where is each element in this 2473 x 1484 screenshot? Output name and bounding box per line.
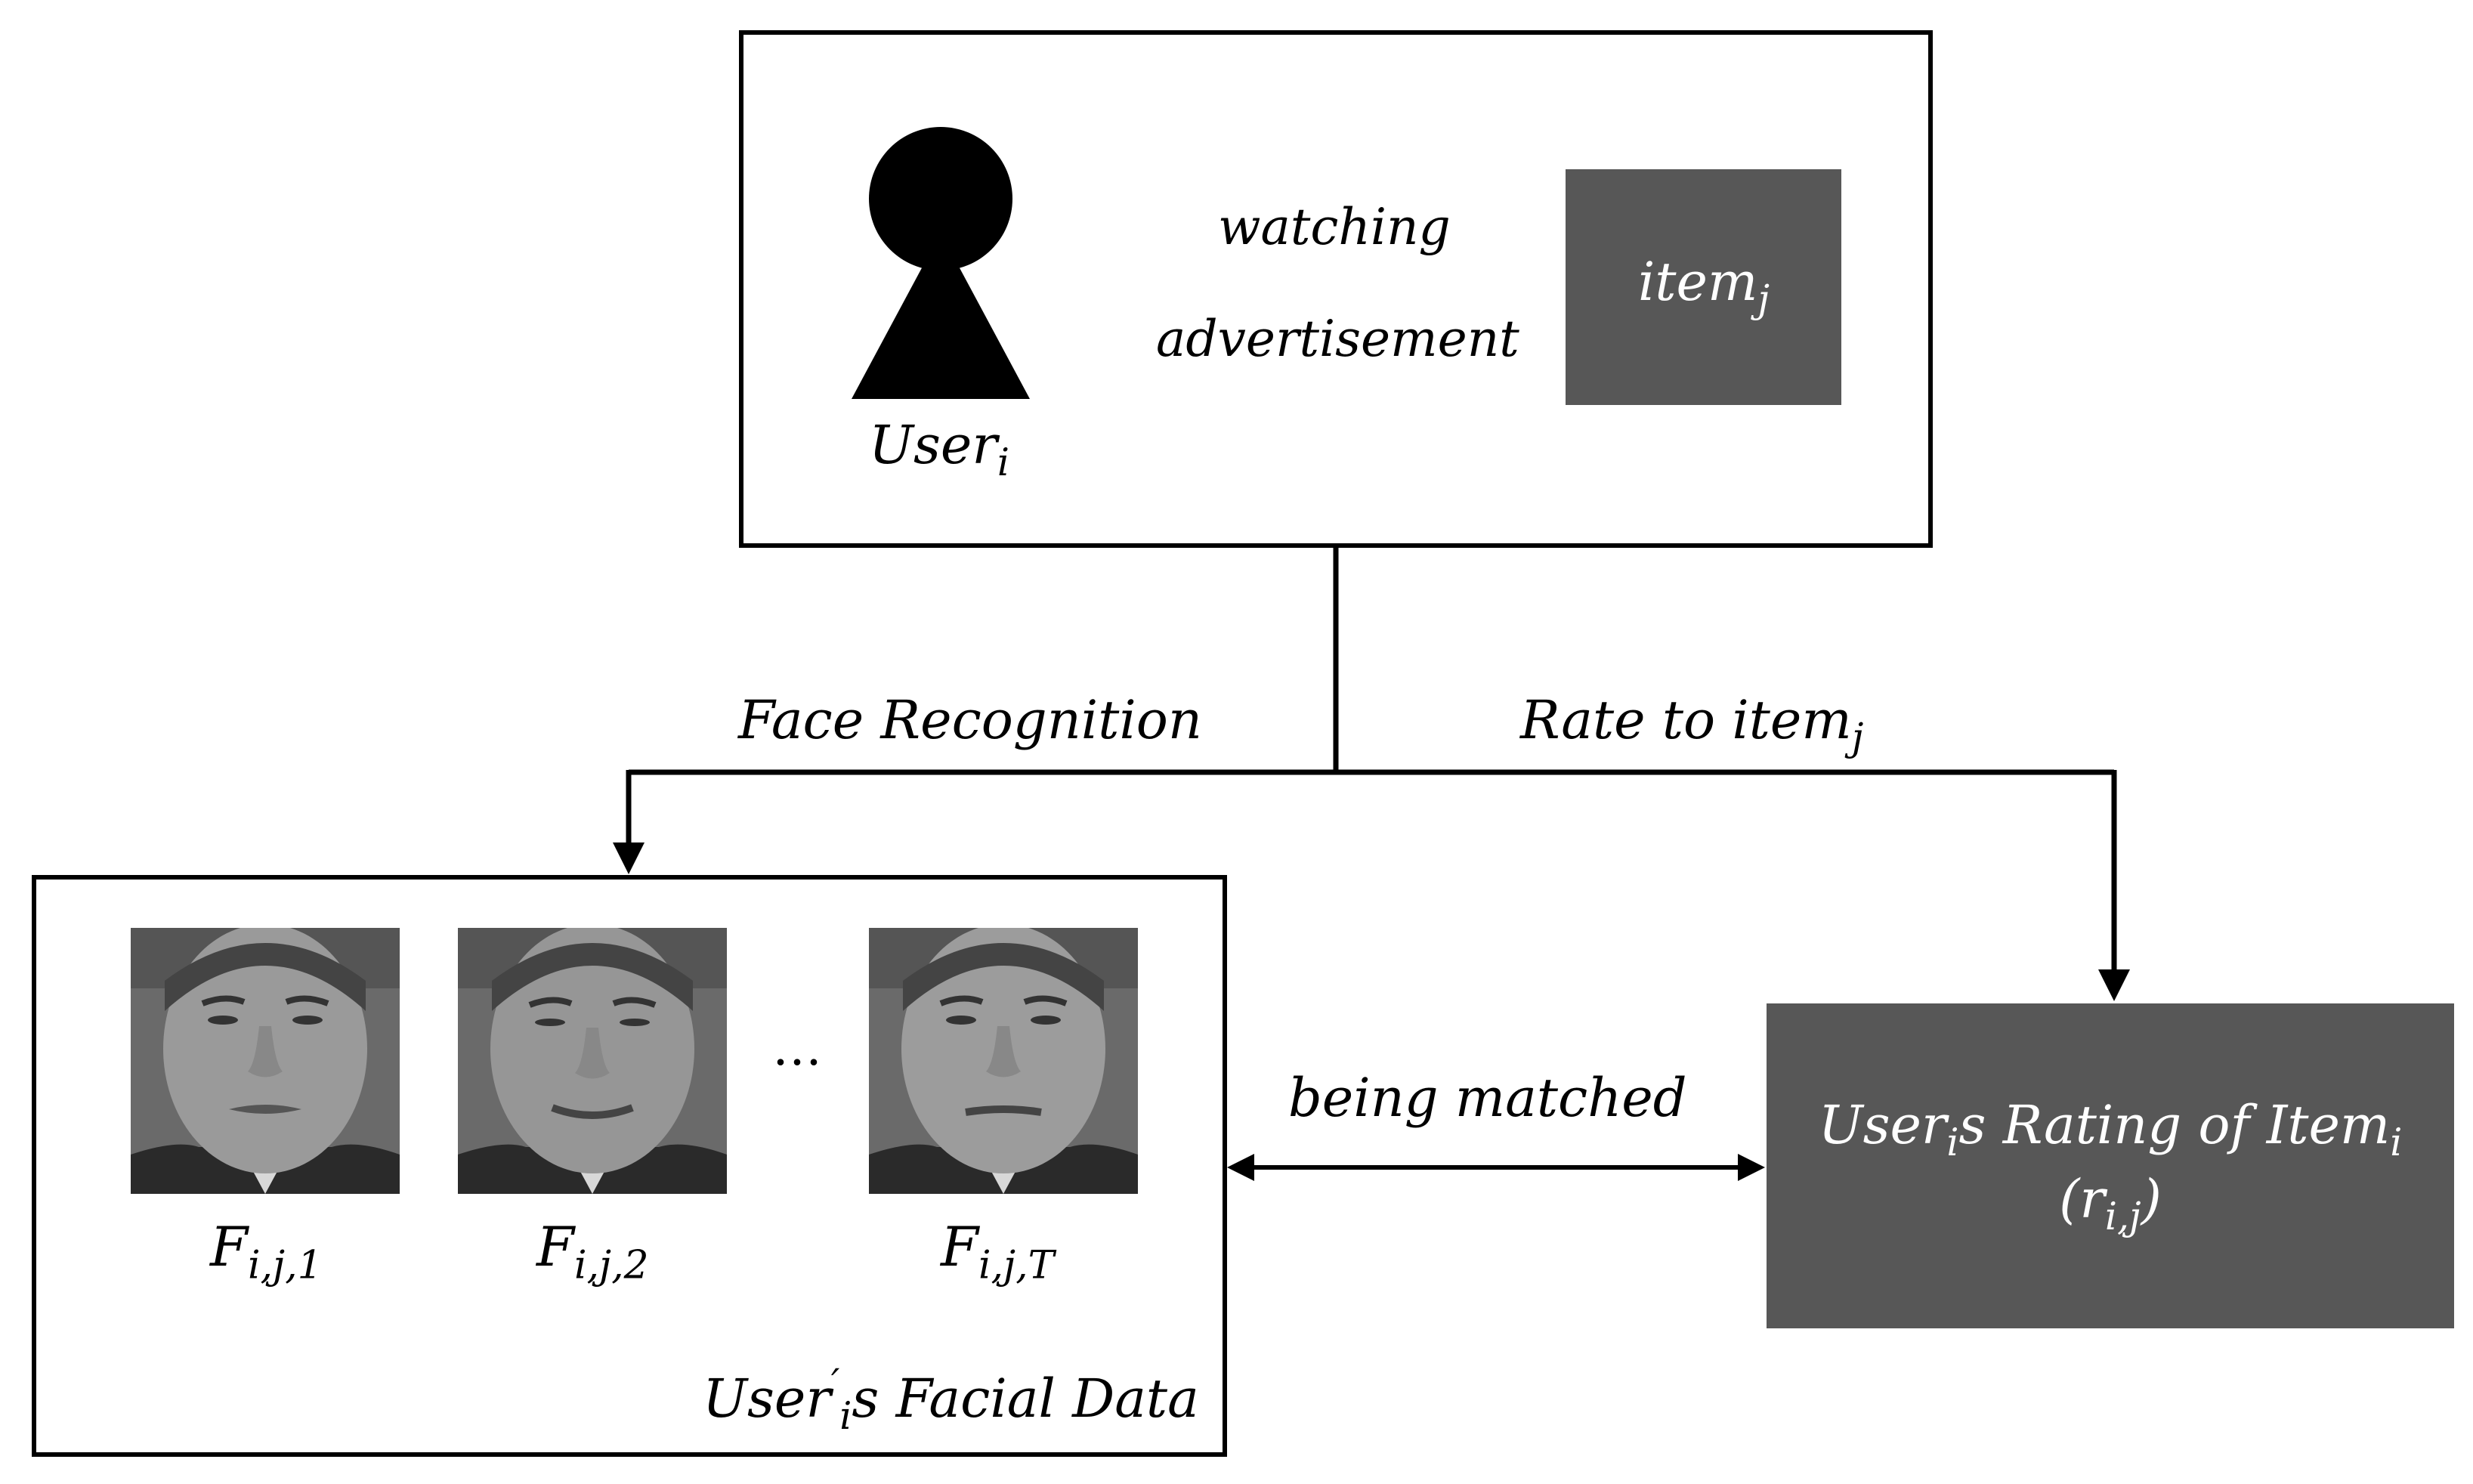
face-thumbnail xyxy=(131,928,400,1194)
frame-label: Fi,j,T xyxy=(941,1215,1055,1288)
frame-label: Fi,j,2 xyxy=(536,1215,649,1288)
face-thumbnail xyxy=(458,928,727,1194)
facial-data-caption: User′is Facial Data xyxy=(703,1360,1199,1439)
rate-to-item-label: Rate to itemj xyxy=(1520,689,1864,760)
ellipsis: … xyxy=(772,1019,822,1077)
frame-label: Fi,j,1 xyxy=(210,1215,323,1288)
watching-label: watching xyxy=(1218,198,1451,256)
rating-line-1: Useris Rating of Itemi xyxy=(1818,1094,2403,1165)
being-matched-label: being matched xyxy=(1288,1067,1687,1129)
user-label: Useri xyxy=(869,414,1009,485)
user-icon xyxy=(852,127,1030,399)
rating-line-2: (ri,j) xyxy=(2059,1168,2162,1239)
rating-box: Useris Rating of Itemi (ri,j) xyxy=(1767,1003,2454,1328)
advertisement-label: advertisement xyxy=(1156,310,1519,368)
face-thumbnail xyxy=(869,928,1138,1194)
face-recognition-label: Face Recognition xyxy=(738,689,1202,751)
item-box: itemj xyxy=(1566,169,1841,405)
item-label: itemj xyxy=(1638,251,1770,322)
